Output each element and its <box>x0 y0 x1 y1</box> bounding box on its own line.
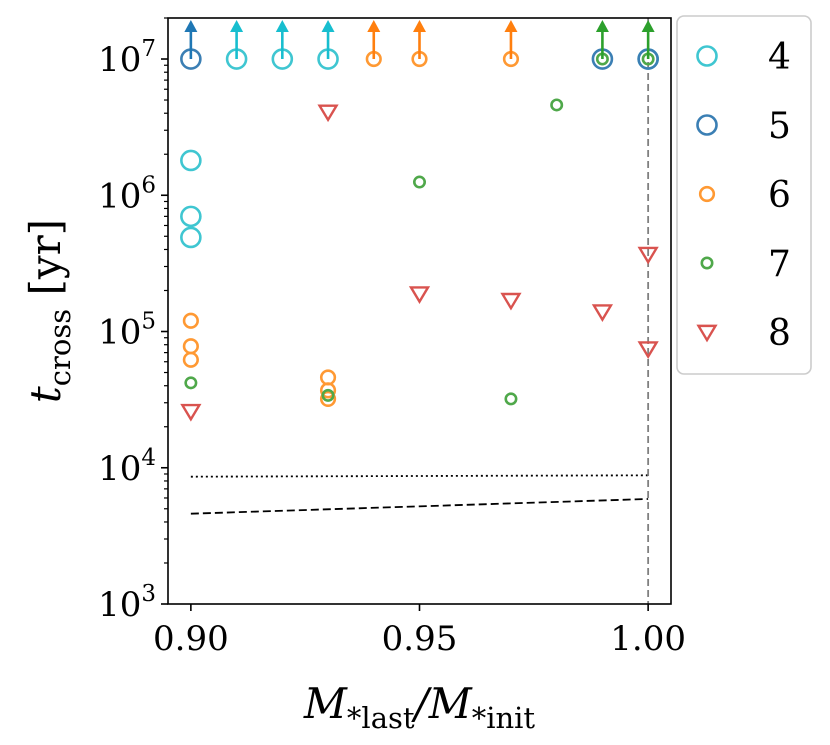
y-tick-label: 105 <box>98 309 156 353</box>
legend-label: 5 <box>768 106 791 147</box>
data-point <box>182 338 199 355</box>
dashed-reference-line <box>190 498 649 515</box>
data-point <box>180 205 202 228</box>
data-point <box>180 149 202 172</box>
reference-lines <box>190 18 650 604</box>
dotted-reference-line <box>190 474 649 478</box>
lower-limit-arrow <box>413 20 426 60</box>
y-tick-label: 106 <box>98 172 156 216</box>
arrow-head <box>230 20 244 32</box>
data-point <box>321 388 335 402</box>
data-point <box>637 246 659 265</box>
legend-marker <box>698 185 716 203</box>
legend-entry-4: 4 <box>696 37 791 78</box>
lower-limit-arrow <box>641 20 655 60</box>
legend-marker <box>696 114 718 136</box>
y-tick-label: 107 <box>98 36 156 80</box>
data-point <box>637 341 659 359</box>
data-point <box>184 376 198 390</box>
x-axis-label: M*last/M*init <box>303 679 536 735</box>
legend-label: 7 <box>768 244 791 285</box>
legend-marker <box>696 324 718 343</box>
series-6 <box>182 50 520 408</box>
data-point <box>319 369 337 386</box>
lower-limit-arrow <box>504 20 518 60</box>
plot-frame <box>167 17 672 605</box>
legend-label: 8 <box>768 313 791 354</box>
y-tick-label: 103 <box>98 581 156 625</box>
legend-label: 6 <box>768 175 791 216</box>
lower-limit-arrow <box>367 20 381 60</box>
arrow-head <box>321 20 335 32</box>
arrow-head <box>275 20 289 32</box>
series-8 <box>180 104 659 422</box>
arrow-head <box>367 20 381 32</box>
arrow-head <box>413 20 426 32</box>
series-7 <box>184 52 655 406</box>
lower-limit-arrows <box>184 20 655 60</box>
data-point <box>500 292 522 311</box>
legend-entry-5: 5 <box>696 106 791 147</box>
data-point <box>319 382 337 399</box>
data-markers <box>180 48 659 422</box>
lower-limit-arrow <box>184 20 198 60</box>
data-point <box>591 304 614 323</box>
legend-label: 4 <box>768 37 791 78</box>
data-point <box>504 392 518 406</box>
y-tick-label: 104 <box>98 445 156 489</box>
data-point <box>408 286 431 304</box>
lower-limit-arrow <box>275 20 289 60</box>
legend-marker <box>700 256 714 270</box>
axes: 0.90 0.95 1.00 103 104 105 106 107 <box>98 17 686 659</box>
legend: 4 5 6 7 8 <box>676 15 812 375</box>
data-point <box>412 175 426 189</box>
x-tick-label: 0.95 <box>382 619 458 659</box>
legend-entry-7: 7 <box>700 244 791 285</box>
x-tick-label: 1.00 <box>610 619 686 659</box>
lower-limit-arrow <box>230 20 244 60</box>
data-point <box>317 104 339 123</box>
data-point <box>182 312 199 329</box>
arrow-head <box>184 20 198 32</box>
legend-frame <box>676 15 812 375</box>
arrow-head <box>504 20 518 32</box>
legend-marker <box>696 45 718 67</box>
lower-limit-arrow <box>321 20 335 60</box>
arrow-head <box>595 20 609 32</box>
x-tick-label: 0.90 <box>153 619 229 659</box>
data-point <box>550 98 564 112</box>
data-point <box>180 403 202 422</box>
arrow-head <box>641 20 655 32</box>
data-point <box>319 390 337 408</box>
legend-entry-8: 8 <box>696 313 791 354</box>
data-point <box>182 351 199 368</box>
legend-entry-6: 6 <box>698 175 791 216</box>
y-axis-label: tcross [yr] <box>21 219 77 403</box>
data-point <box>180 226 202 249</box>
lower-limit-arrow <box>595 20 609 60</box>
series-4 <box>180 48 659 249</box>
